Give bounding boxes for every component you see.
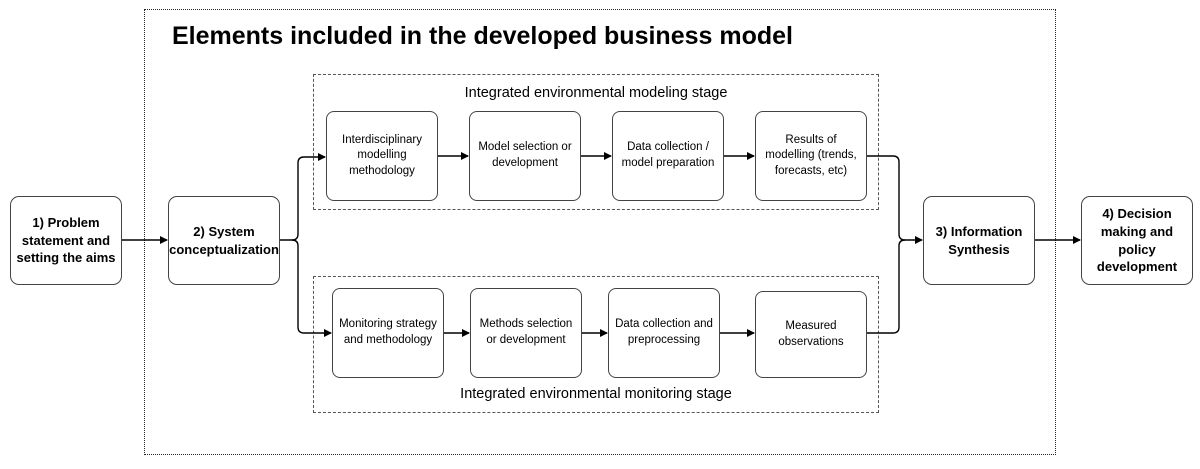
problem-statement-box: 1) Problem statement and setting the aim… <box>10 196 122 285</box>
business-model-frame <box>144 9 1056 455</box>
methods-selection-label: Methods selection or development <box>479 318 573 346</box>
arrow-modeling-to-synthesis <box>867 155 923 244</box>
monitoring-strategy-label: Monitoring strategy and methodology <box>339 318 437 346</box>
arrow-monitoring-to-synthesis <box>867 239 906 334</box>
data-preprocessing-box: Data collection and preprocessing <box>608 288 720 378</box>
modeling-stage-label: Integrated environmental modeling stage <box>464 85 728 101</box>
arrow-system-to-monitoring <box>291 239 332 337</box>
model-selection-label: Model selection or development <box>478 141 572 169</box>
measured-observations-box: Measured observations <box>755 291 867 378</box>
problem-statement-label: 1) Problem statement and setting the aim… <box>16 215 116 266</box>
information-synthesis-box: 3) Information Synthesis <box>923 196 1035 285</box>
monitoring-stage-frame <box>313 276 879 413</box>
modelling-results-label: Results of modelling (trends, forecasts,… <box>765 133 857 177</box>
monitoring-stage-label: Integrated environmental monitoring stag… <box>460 386 732 402</box>
data-preprocessing-label: Data collection and preprocessing <box>615 318 713 346</box>
model-preparation-box: Data collection / model preparation <box>612 111 724 201</box>
system-conceptualization-box: 2) System conceptualization <box>168 196 280 285</box>
modelling-results-box: Results of modelling (trends, forecasts,… <box>755 111 867 201</box>
decision-making-box: 4) Decision making and policy developmen… <box>1081 196 1193 285</box>
system-conceptualization-label: 2) System conceptualization <box>169 223 279 257</box>
methods-selection-box: Methods selection or development <box>470 288 582 378</box>
measured-observations-label: Measured observations <box>778 319 844 348</box>
monitoring-strategy-box: Monitoring strategy and methodology <box>332 288 444 378</box>
model-selection-box: Model selection or development <box>469 111 581 201</box>
modeling-stage-frame <box>313 74 879 210</box>
model-preparation-label: Data collection / model preparation <box>621 141 715 169</box>
diagram-title: Elements included in the developed busin… <box>172 22 793 50</box>
modelling-methodology-label: Interdisciplinary modelling methodology <box>342 133 422 177</box>
arrow-system-to-modeling <box>280 153 326 241</box>
information-synthesis-label: 3) Information Synthesis <box>935 223 1023 257</box>
decision-making-label: 4) Decision making and policy developmen… <box>1096 206 1178 275</box>
modelling-methodology-box: Interdisciplinary modelling methodology <box>326 111 438 201</box>
